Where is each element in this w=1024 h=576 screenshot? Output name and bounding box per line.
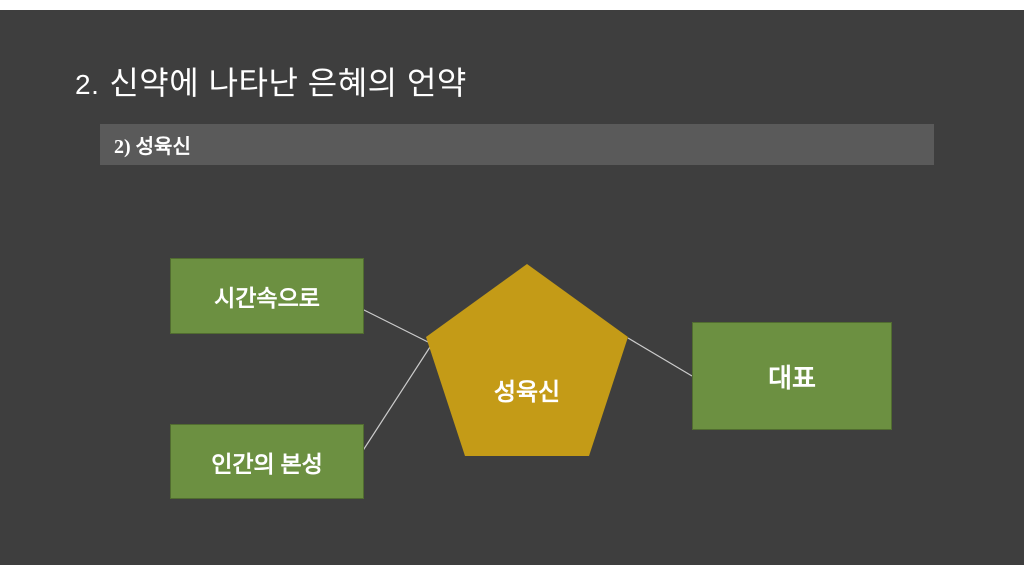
top-margin-strip <box>0 0 1024 10</box>
connector-time-to-center <box>361 308 429 343</box>
slide-title-number: 2. <box>75 69 100 100</box>
bottom-margin-strip <box>0 565 1024 576</box>
node-time-box: 시간속으로 <box>170 258 364 334</box>
node-human-nature-label: 인간의 본성 <box>211 451 323 477</box>
slide-canvas: 2.신약에 나타난 은혜의 언약 2) 성육신 성육신 시간속으로 인간의 본성… <box>0 10 1024 565</box>
node-human-nature-box: 인간의 본성 <box>170 424 364 499</box>
slide-title: 2. 신약에 나타난 은혜의 언약 <box>75 58 467 104</box>
subtitle-bar: 2) 성육신 <box>100 124 934 165</box>
node-representative-label: 대표 <box>768 363 816 393</box>
pentagon-shape <box>426 264 628 456</box>
node-representative-box: 대표 <box>692 322 892 430</box>
diagram-shapes <box>361 264 693 456</box>
connector-nature-to-center <box>361 346 431 453</box>
node-time-label: 시간속으로 <box>214 286 320 311</box>
slide-title-text: 신약에 나타난 은혜의 언약 <box>109 65 467 101</box>
subtitle-text: 2) 성육신 <box>114 136 191 158</box>
connector-center-to-rep <box>627 337 693 377</box>
